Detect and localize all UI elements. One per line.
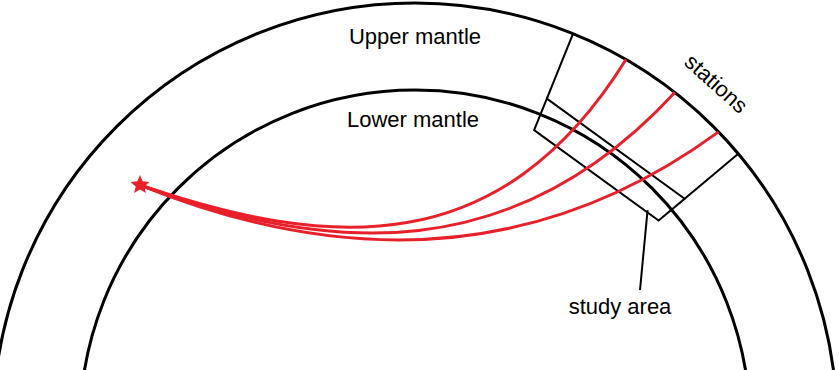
layer-label: Lower mantle xyxy=(347,109,479,131)
ray-path xyxy=(140,132,719,240)
area-label: study area xyxy=(569,296,672,318)
layer-label: Upper mantle xyxy=(349,26,481,48)
earth-surface-arc xyxy=(0,3,837,370)
mantle-boundary-arc xyxy=(80,90,750,370)
station-box-side xyxy=(685,154,739,199)
study-area-box xyxy=(534,99,685,221)
station-box-side xyxy=(547,34,573,99)
leader-line xyxy=(640,210,648,290)
source-star xyxy=(130,175,149,193)
ray-path xyxy=(140,60,626,228)
